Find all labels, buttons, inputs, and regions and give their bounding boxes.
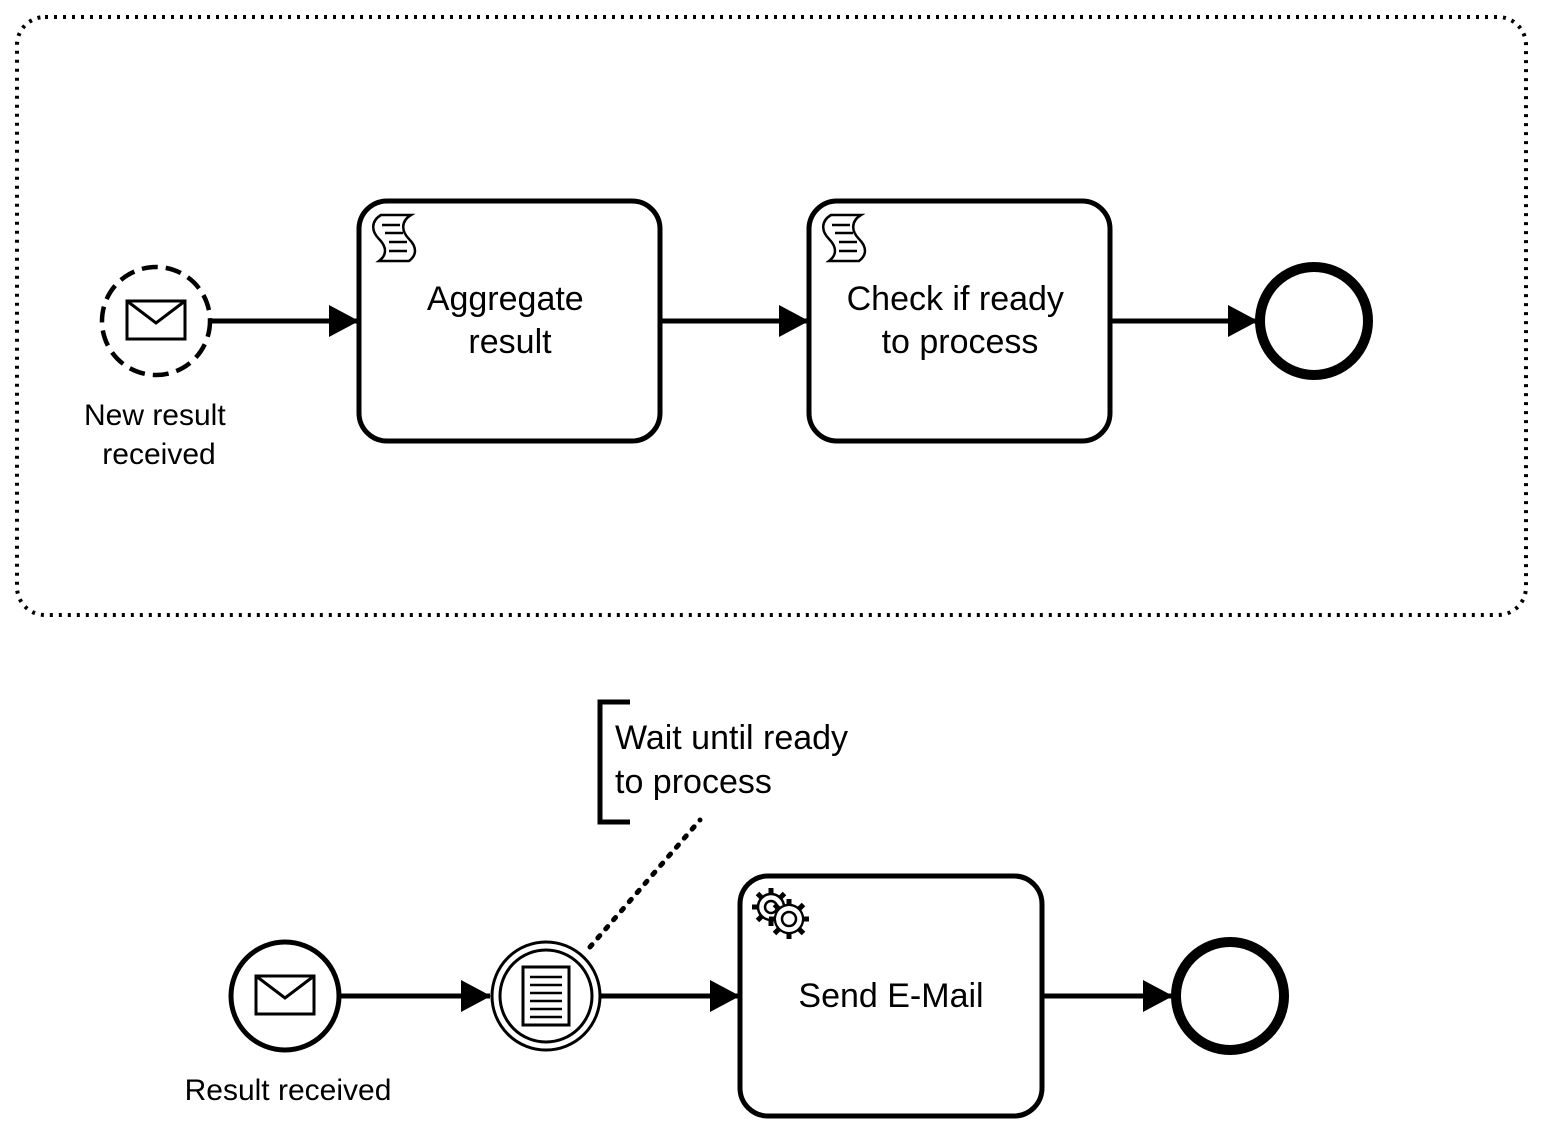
document-icon [521, 965, 571, 1027]
annotation-text-line: Wait until ready [615, 719, 848, 757]
task-check-if-ready[interactable]: Check if ready to process [806, 198, 1113, 444]
task-label-line: Check if ready [847, 280, 1064, 318]
main-start-event[interactable] [228, 939, 342, 1053]
envelope-icon [254, 974, 316, 1016]
subprocess-start-event[interactable] [99, 264, 213, 378]
subprocess-start-event-label-line: New result [84, 399, 226, 432]
task-label: Aggregate result [427, 280, 593, 361]
task-aggregate-result[interactable]: Aggregate result [356, 198, 663, 444]
task-label-line: result [468, 323, 552, 361]
arrowhead [710, 980, 740, 1012]
association-line[interactable] [587, 817, 703, 950]
gear-icon [752, 888, 809, 939]
arrowhead [779, 305, 809, 337]
arrowhead [329, 305, 359, 337]
task-label-line: to process [882, 323, 1039, 361]
main-end-event[interactable] [1171, 937, 1289, 1055]
task-label: Send E-Mail [798, 977, 983, 1015]
main-start-event-label-line: Result received [185, 1074, 392, 1107]
task-label-line: Aggregate [427, 280, 584, 318]
task-label-line: Send E-Mail [798, 977, 983, 1015]
script-icon [372, 213, 417, 263]
script-icon [822, 213, 867, 263]
arrowhead [461, 980, 491, 1012]
envelope-icon [125, 299, 187, 341]
annotation-text: Wait until ready to process [615, 719, 858, 801]
arrowhead [1143, 980, 1173, 1012]
task-label: Check if ready to process [847, 280, 1074, 361]
annotation-text-line: to process [615, 763, 772, 801]
subprocess-start-event-label: New result received [84, 399, 234, 471]
subprocess-start-event-label-line: received [102, 438, 215, 471]
arrowhead [1228, 305, 1258, 337]
task-send-email[interactable]: Send E-Mail [737, 873, 1045, 1119]
main-start-event-label: Result received [185, 1074, 392, 1107]
text-annotation[interactable]: Wait until ready to process [597, 699, 858, 825]
subprocess-end-event[interactable] [1255, 262, 1373, 380]
event-subprocess-container[interactable] [15, 15, 1528, 617]
intermediate-conditional-event[interactable] [490, 940, 602, 1052]
